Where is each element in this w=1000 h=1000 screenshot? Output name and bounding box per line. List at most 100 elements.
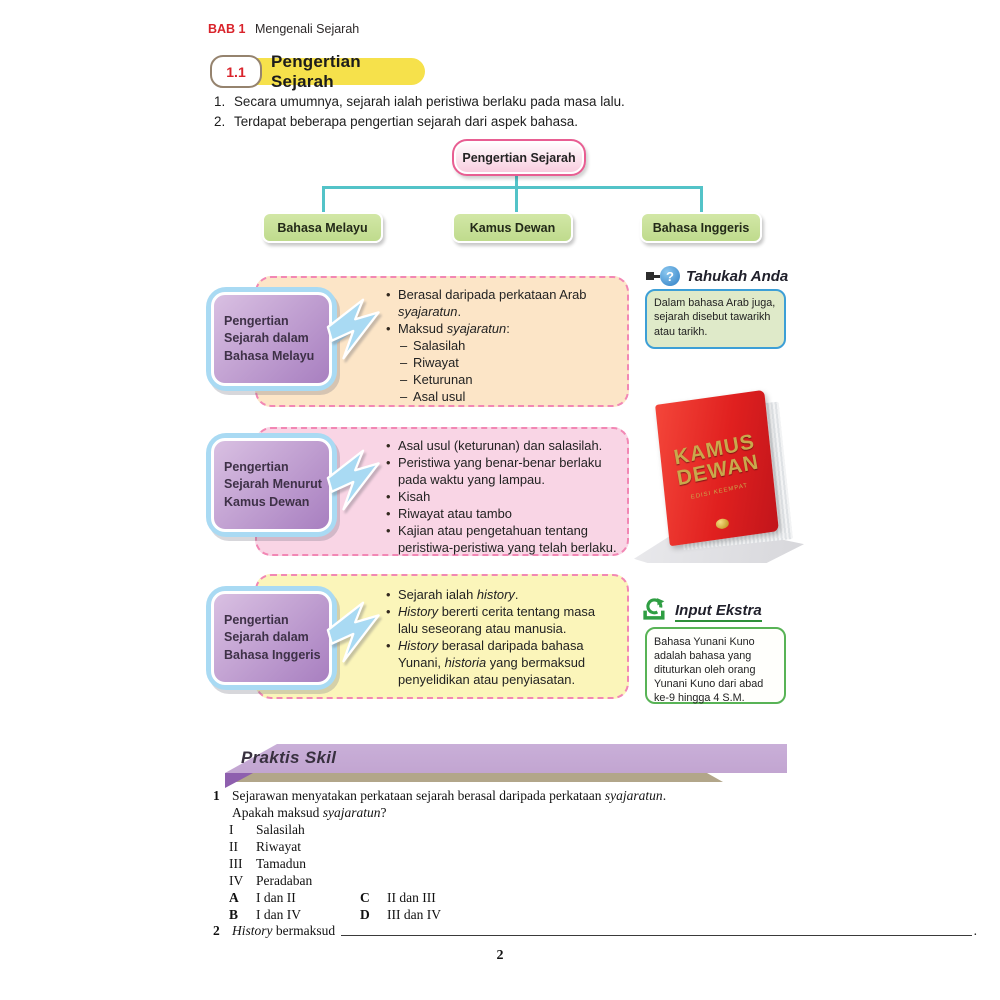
label-inner: Pengertian Sejarah dalam Bahasa Melayu bbox=[211, 292, 332, 386]
roman-numeral: II bbox=[229, 839, 238, 854]
section-number-badge: 1.1 bbox=[210, 55, 262, 88]
section-title: Pengertian Sejarah bbox=[271, 51, 361, 91]
bullet-item: History berasal daripada bahasa Yunani, … bbox=[385, 637, 617, 688]
section-title-pill: Pengertian Sejarah bbox=[229, 52, 425, 91]
option-text: Riwayat bbox=[256, 839, 301, 854]
recycle-arrow-icon bbox=[643, 598, 665, 620]
lightning-bolt-icon bbox=[326, 601, 380, 663]
dash-item: Salasilah bbox=[400, 337, 617, 354]
option-letter-b: B bbox=[229, 907, 239, 922]
book-cover: KAMUS DEWAN EDISI KEEMPAT bbox=[655, 389, 779, 547]
bullet-item: Sejarah ialah history. bbox=[385, 586, 617, 603]
intro-list: 1. Secara umumnya, sejarah ialah peristi… bbox=[214, 92, 625, 132]
roman-numeral: I bbox=[229, 822, 234, 837]
definition-label-bubble: Pengertian Sejarah Menurut Kamus Dewan bbox=[206, 433, 351, 537]
definition-label: Pengertian Sejarah Menurut Kamus Dewan bbox=[224, 459, 322, 509]
praktis-skil-title: Praktis Skil bbox=[241, 748, 337, 767]
bullet-list: Sejarah ialah history. History bererti c… bbox=[385, 586, 617, 688]
roman-option-3: III Tamadun bbox=[229, 855, 983, 872]
question-2: 2 History bermaksud . bbox=[213, 922, 977, 939]
flowchart-node-kamus-dewan: Kamus Dewan bbox=[452, 212, 573, 243]
question-1: 1 Sejarawan menyatakan perkataan sejarah… bbox=[213, 787, 983, 923]
option-letter-d: D bbox=[360, 907, 370, 922]
connector-line bbox=[322, 186, 325, 213]
lightning-bolt-icon bbox=[326, 449, 380, 511]
bullet-item: Peristiwa yang benar-benar berlaku pada … bbox=[385, 454, 617, 488]
option-text: I dan IV bbox=[256, 907, 301, 922]
answer-row-bd: B I dan IV D III dan IV bbox=[229, 906, 983, 923]
lightning-bolt-icon bbox=[326, 298, 380, 360]
bullet-item: Riwayat atau tambo bbox=[385, 505, 617, 522]
roman-option-4: IV Peradaban bbox=[229, 872, 983, 889]
bullet-list: Asal usul (keturunan) dan salasilah. Per… bbox=[385, 437, 617, 556]
book-logo-seal bbox=[715, 517, 730, 530]
tahukah-anda-box: Dalam bahasa Arab juga, sejarah disebut … bbox=[645, 289, 786, 349]
node-label: Kamus Dewan bbox=[469, 220, 556, 235]
item-text: Secara umumnya, sejarah ialah peristiwa … bbox=[234, 94, 625, 109]
praktis-skil-banner: Praktis Skil bbox=[205, 744, 787, 788]
flowchart-root-node: Pengertian Sejarah bbox=[452, 139, 586, 176]
question-text: History bermaksud bbox=[232, 923, 336, 938]
option-letter-a: A bbox=[229, 890, 239, 905]
option-text: III dan IV bbox=[387, 907, 441, 922]
roman-numeral: III bbox=[229, 856, 243, 871]
question-text: Sejarawan menyatakan perkataan sejarah b… bbox=[232, 788, 667, 803]
intro-item-1: 1. Secara umumnya, sejarah ialah peristi… bbox=[214, 92, 625, 112]
roman-option-2: II Riwayat bbox=[229, 838, 983, 855]
input-ekstra-box: Bahasa Yunani Kuno adalah bahasa yang di… bbox=[645, 627, 786, 704]
connector-line bbox=[515, 186, 518, 213]
definition-box-bahasa-melayu: Berasal daripada perkataan Arab syajarat… bbox=[255, 276, 629, 407]
page-number: 2 bbox=[496, 948, 504, 963]
tahukah-anda-header: ? Tahukah Anda bbox=[646, 266, 788, 286]
item-number: 1. bbox=[214, 94, 226, 109]
node-label: Bahasa Inggeris bbox=[652, 220, 750, 235]
answer-row-ac: A I dan II C II dan III bbox=[229, 889, 983, 906]
definition-label: Pengertian Sejarah dalam Bahasa Inggeris bbox=[224, 612, 321, 662]
question-1-line-2: Apakah maksud syajaratun? bbox=[232, 805, 387, 820]
intro-item-2: 2. Terdapat beberapa pengertian sejarah … bbox=[214, 112, 625, 132]
input-ekstra-header: Input Ekstra bbox=[642, 595, 762, 622]
definition-label-bubble: Pengertian Sejarah dalam Bahasa Melayu bbox=[206, 287, 351, 391]
option-text: Tamadun bbox=[256, 856, 307, 871]
flowchart-node-bahasa-melayu: Bahasa Melayu bbox=[262, 212, 383, 243]
flowchart-root-label: Pengertian Sejarah bbox=[462, 150, 576, 165]
option-text: II dan III bbox=[387, 890, 436, 905]
definition-label: Pengertian Sejarah dalam Bahasa Melayu bbox=[224, 313, 315, 363]
option-letter-c: C bbox=[360, 890, 370, 905]
dash-item: Asal usul bbox=[400, 388, 617, 405]
definition-label-bubble: Pengertian Sejarah dalam Bahasa Inggeris bbox=[206, 586, 351, 690]
question-number: 1 bbox=[213, 788, 220, 803]
question-mark-icon: ? bbox=[660, 266, 680, 286]
flowchart-node-bahasa-inggeris: Bahasa Inggeris bbox=[640, 212, 762, 243]
option-text: I dan II bbox=[256, 890, 296, 905]
banner-underline-bar bbox=[231, 773, 723, 782]
bullet-item: Asal usul (keturunan) dan salasilah. bbox=[385, 437, 617, 454]
banner-band bbox=[225, 744, 787, 773]
label-inner: Pengertian Sejarah Menurut Kamus Dewan bbox=[211, 438, 332, 532]
bullet-list: Berasal daripada perkataan Arab syajarat… bbox=[385, 286, 617, 405]
question-number: 2 bbox=[213, 923, 220, 938]
option-text: Salasilah bbox=[256, 822, 305, 837]
kamus-dewan-book-photo: KAMUS DEWAN EDISI KEEMPAT bbox=[622, 381, 812, 571]
roman-numeral: IV bbox=[229, 873, 244, 888]
question-1-line-1: 1 Sejarawan menyatakan perkataan sejarah… bbox=[213, 787, 983, 804]
bullet-item: History bererti cerita tentang masa lalu… bbox=[385, 603, 617, 637]
sentence-period: . bbox=[973, 923, 977, 938]
roman-option-1: I Salasilah bbox=[229, 821, 983, 838]
node-label: Bahasa Melayu bbox=[277, 220, 368, 235]
dash-item: Keturunan bbox=[400, 371, 617, 388]
chapter-number: BAB 1 bbox=[208, 22, 246, 36]
icon-stem bbox=[654, 274, 660, 278]
question-2-row: 2 History bermaksud . bbox=[213, 922, 977, 939]
connector-line bbox=[322, 186, 702, 189]
connector-line bbox=[515, 172, 518, 188]
label-inner: Pengertian Sejarah dalam Bahasa Inggeris bbox=[211, 591, 332, 685]
bullet-item: Kisah bbox=[385, 488, 617, 505]
item-text: Terdapat beberapa pengertian sejarah dar… bbox=[234, 114, 578, 129]
section-number: 1.1 bbox=[226, 63, 246, 80]
question-mark-icon bbox=[646, 272, 654, 280]
chapter-header: BAB 1 Mengenali Sejarah bbox=[208, 22, 359, 36]
bullet-item: Berasal daripada perkataan Arab syajarat… bbox=[385, 286, 617, 320]
option-text: Peradaban bbox=[256, 873, 313, 888]
input-ekstra-text: Bahasa Yunani Kuno adalah bahasa yang di… bbox=[654, 636, 764, 705]
